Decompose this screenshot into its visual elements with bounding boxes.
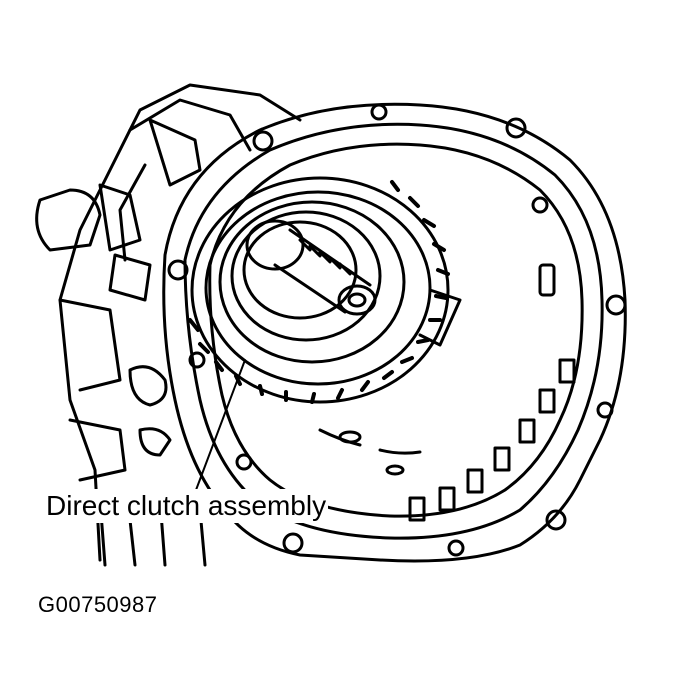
input-shaft — [245, 219, 377, 316]
direct-clutch-drum — [188, 176, 462, 404]
figure-id: G00750987 — [38, 592, 158, 617]
callout-label: Direct clutch assembly — [44, 489, 329, 523]
housing-flange — [162, 102, 627, 563]
callout-leader-line — [195, 359, 246, 491]
